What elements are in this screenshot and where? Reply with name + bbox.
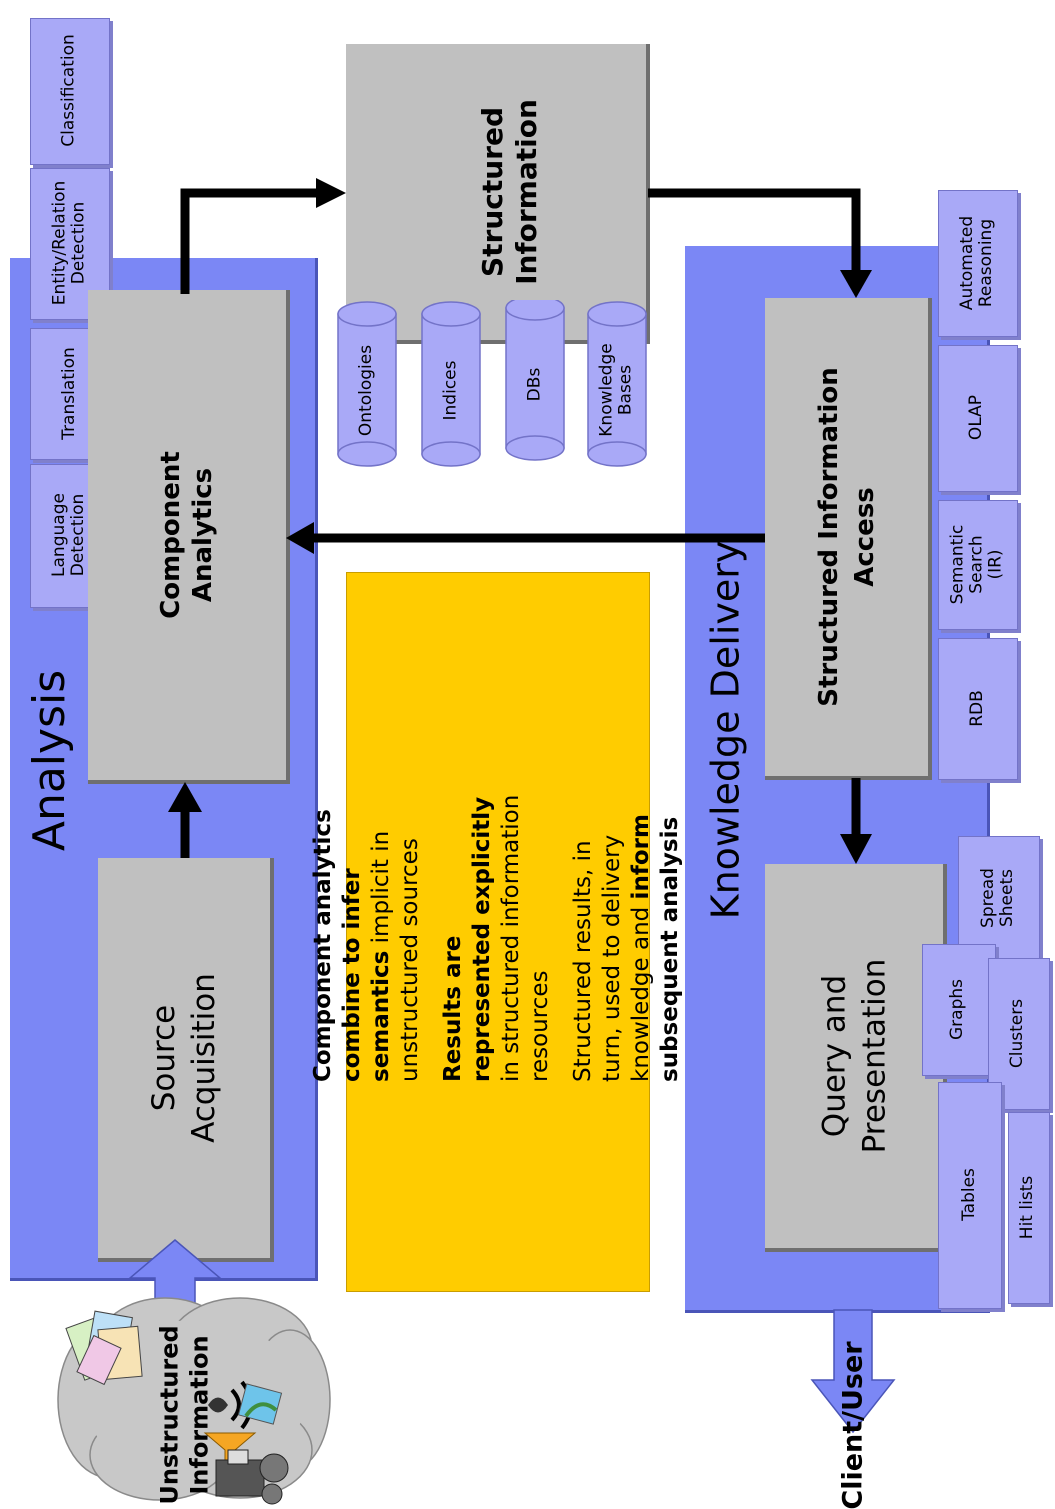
client-user-label: Client/User <box>837 1340 869 1509</box>
arrow-to-query <box>840 834 872 864</box>
arrow-to-access <box>840 270 872 298</box>
query-presentation-box <box>765 864 947 1252</box>
arrow-to-analytics <box>286 522 314 554</box>
card-olap <box>938 345 1018 492</box>
video-icon <box>215 1449 289 1505</box>
card-semantic-search <box>938 500 1018 630</box>
card-automated-reasoning <box>938 190 1018 337</box>
arrow-to-structured-info <box>316 178 346 208</box>
card-classification <box>30 18 110 165</box>
card-rdb <box>938 638 1018 780</box>
image-icon <box>237 1383 283 1425</box>
arrow-to-component-analytics <box>168 782 202 812</box>
documents-icon <box>65 1310 143 1386</box>
arrow-to-client <box>810 1309 896 1434</box>
structured-access-box <box>765 298 932 780</box>
source-acquisition-box <box>98 858 274 1262</box>
card-tables <box>938 1082 1002 1309</box>
card-hit-lists <box>1008 1112 1050 1304</box>
data-stores-graphic <box>337 300 647 467</box>
structured-information-box <box>346 44 650 344</box>
unstructured-label: Unstructured Information <box>156 1325 214 1505</box>
summary-note <box>346 572 650 1292</box>
